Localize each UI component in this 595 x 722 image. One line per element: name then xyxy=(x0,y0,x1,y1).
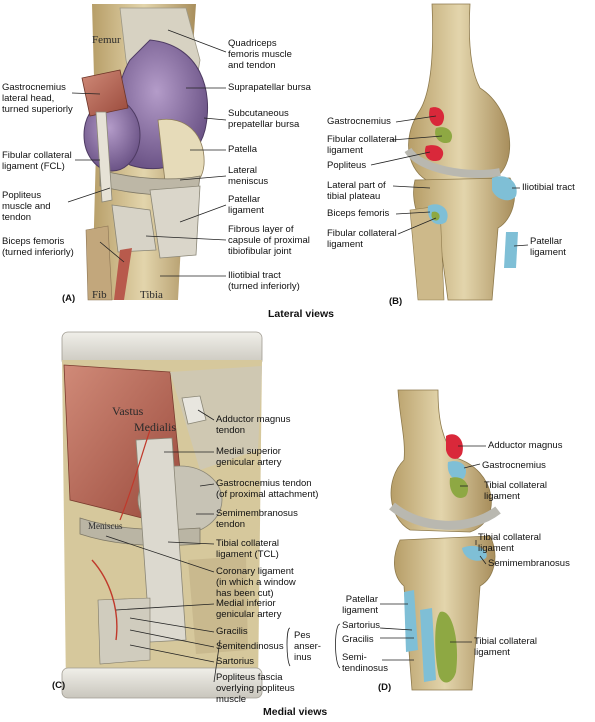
adductor-magnus-d-label: Adductor magnus xyxy=(488,440,563,451)
panel-b-letter: (B) xyxy=(389,296,403,307)
panel-a-illustration xyxy=(81,4,209,301)
patellar-ligament-d-label: Patellar ligament xyxy=(342,594,378,616)
tcl-shape xyxy=(135,437,187,643)
fcl-b-top-label: Fibular collateral ligament xyxy=(327,134,397,156)
popliteus-attachment xyxy=(424,145,444,162)
gastrocnemius-attachment xyxy=(429,107,445,127)
patella-label: Patella xyxy=(228,144,258,155)
tcl-d-top-label: Tibial collateral ligament xyxy=(484,480,548,502)
sartorius-c-label: Sartorius xyxy=(216,656,255,667)
medial-meniscus-band xyxy=(389,502,501,530)
gastrocnemius-d-label: Gastrocnemius xyxy=(482,460,546,471)
panel-a-letter: (A) xyxy=(62,293,76,304)
prepatellar-bursa-label: Subcutaneous prepatellar bursa xyxy=(228,108,300,130)
fcl-attachment-femur xyxy=(435,127,453,144)
medial-superior-genicular-artery-line xyxy=(119,429,151,521)
medial-inferior-genicular-label: Medial inferior genicular artery xyxy=(216,598,282,620)
tcl-attachment-tibia xyxy=(435,611,458,683)
panel-c-letter: (C) xyxy=(52,680,66,691)
medialis-inlabel: Medialis xyxy=(134,420,176,434)
gracilis-d-label: Gracilis xyxy=(342,634,374,645)
adductor-tendon-shape xyxy=(181,395,207,425)
sartorius-d-label: Sartorius xyxy=(342,620,381,631)
patellar-ligament-b-label: Patellar ligament xyxy=(530,236,566,258)
iliotibial-tract-a-label: Iliotibial tract (turned inferiorly) xyxy=(228,270,300,292)
medial-inferior-genicular-artery-line xyxy=(91,559,118,641)
meniscus-inlabel: Meniscus xyxy=(88,521,123,531)
caption-medial-views: Medial views xyxy=(263,706,328,718)
suprapatellar-bursa-label: Suprapatellar bursa xyxy=(228,82,311,93)
fibrous-capsule-shape xyxy=(111,204,157,253)
medial-superior-genicular-label: Medial superior genicular artery xyxy=(216,446,282,468)
gastrocnemius-lateral-label: Gastrocnemius lateral head, turned super… xyxy=(2,82,73,115)
iliotibial-tract-b-label: Iliotibial tract xyxy=(522,182,575,193)
biceps-femoris-b-label: Biceps femoris xyxy=(327,208,390,219)
popliteus-a-label: Popliteus muscle and tendon xyxy=(2,190,51,223)
tibia-cut-bottom xyxy=(61,667,263,699)
panel-b-illustration xyxy=(404,3,518,301)
panel-c-illustration xyxy=(61,331,263,699)
femur-inlabel: Femur xyxy=(92,34,121,46)
fcl-label: Fibular collateral ligament (FCL) xyxy=(2,150,72,172)
panel-d-illustration xyxy=(389,389,501,691)
gastrocnemius-attachment-d xyxy=(447,461,467,481)
fcl-attachment-fibula xyxy=(431,211,440,221)
gastrocnemius-b-label: Gastrocnemius xyxy=(327,116,391,127)
pes-attachment xyxy=(420,608,436,682)
patellar-ligament-label: Patellar ligament xyxy=(228,194,264,216)
patellar-attachment xyxy=(504,232,518,268)
tcl-d-mid-label: Tibial collateral ligament xyxy=(478,532,542,554)
fib-inlabel: Fib xyxy=(92,289,107,301)
tcl-attachment-femur xyxy=(449,477,469,498)
patellar-ligament-shape xyxy=(149,185,201,259)
tcl-d-bottom-label: Tibial collateral ligament xyxy=(474,636,538,658)
adductor-magnus-tendon-label: Adductor magnus tendon xyxy=(216,414,291,436)
posterior-capsule-shape xyxy=(170,366,262,470)
semimembranosus-d-label: Semimembranosus xyxy=(488,558,570,569)
pes-anserinus-shape xyxy=(97,597,151,665)
quadriceps-label: Quadriceps femoris muscle and tendon xyxy=(228,38,292,71)
biceps-femoris-shape xyxy=(114,248,132,300)
fibrous-layer-label: Fibrous layer of capsule of proximal tib… xyxy=(228,224,310,257)
coronary-ligament-label: Coronary ligament (in which a window has… xyxy=(216,566,296,599)
patellar-attachment-d xyxy=(404,590,418,652)
popliteus-fascia-shape xyxy=(188,556,248,654)
lateral-meniscus-label: Lateral meniscus xyxy=(228,165,269,187)
tcl-c-label: Tibial collateral ligament (TCL) xyxy=(216,538,280,560)
gracilis-c-label: Gracilis xyxy=(216,626,248,637)
fibula-shape xyxy=(85,225,113,301)
adductor-attachment xyxy=(446,434,463,459)
semitendinosus-d-label: Semi- tendinosus xyxy=(342,652,388,674)
tibia-inlabel: Tibia xyxy=(140,289,163,301)
fcl-b-bottom-label: Fibular collateral ligament xyxy=(327,228,397,250)
biceps-femoris-a-label: Biceps femoris (turned inferiorly) xyxy=(2,236,74,258)
semitendinosus-c-label: Semitendinosus xyxy=(216,641,284,652)
lateral-plateau-label: Lateral part of tibial plateau xyxy=(327,180,386,202)
femur-lateral-shape xyxy=(408,3,511,183)
semimembranosus-tendon-label: Semimembranosus tendon xyxy=(216,508,298,530)
popliteus-fascia-label: Popliteus fascia overlying popliteus mus… xyxy=(216,672,295,705)
gastrocnemius-lateral-head-shape xyxy=(81,69,129,117)
panel-d-letter: (D) xyxy=(378,682,392,693)
fcl-shape xyxy=(95,111,113,203)
pes-anserinus-label: Pes anser- inus xyxy=(294,630,321,663)
gastrocnemius-tendon-label: Gastrocnemius tendon (of proximal attach… xyxy=(216,478,319,500)
vastus-inlabel: Vastus xyxy=(112,404,144,418)
popliteus-b-label: Popliteus xyxy=(327,160,367,171)
caption-lateral-views: Lateral views xyxy=(268,308,334,320)
iliotibial-attachment xyxy=(492,176,517,201)
leader-lines xyxy=(67,29,529,683)
